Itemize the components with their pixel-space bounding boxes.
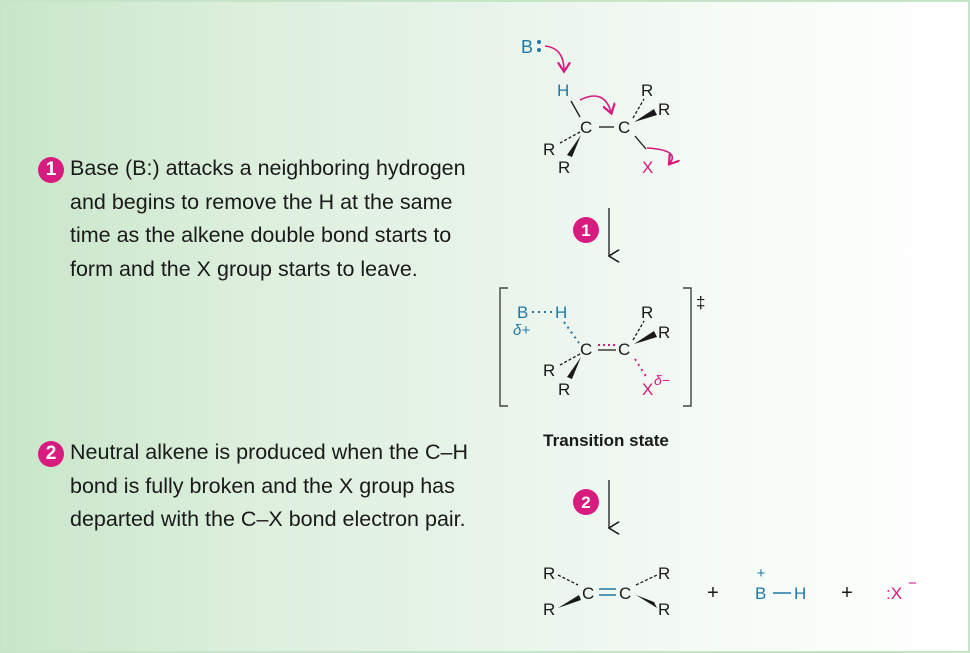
hashed-bond <box>632 98 645 119</box>
ts-hydrogen: H <box>555 303 567 322</box>
transition-state-structure: ‡ B H δ+ C C R R R R X δ− <box>499 287 705 407</box>
alkene-carbon-right: C <box>619 584 631 603</box>
ts-carbon-left: C <box>580 340 592 359</box>
r-group: R <box>658 564 670 583</box>
base-h: H <box>794 584 806 603</box>
curved-arrow-ch-to-cc <box>579 95 611 112</box>
negative-charge: − <box>908 575 917 592</box>
hashed-bond <box>557 574 579 586</box>
r-group: R <box>641 303 653 322</box>
step-2-arrow-badge <box>573 489 599 515</box>
step-1-arrow: 1 <box>573 208 609 256</box>
r-group: R <box>558 380 570 399</box>
plus-sign: + <box>707 582 719 604</box>
step-1-arrow-badge <box>573 217 599 243</box>
r-group: R <box>558 158 570 177</box>
step-1-text: Base (B:) attacks a neighboring hydrogen… <box>70 156 466 281</box>
curved-arrow-cx-to-x <box>646 147 672 163</box>
step-2-badge: 2 <box>38 441 64 467</box>
delta-plus: δ+ <box>513 322 530 339</box>
left-bracket <box>499 287 508 407</box>
c-h-bond <box>570 100 581 118</box>
lone-pair-dot <box>537 48 541 52</box>
alkene-product: R R C C R R <box>543 564 670 619</box>
hashed-bond <box>559 131 581 144</box>
step-2-arrow-number: 2 <box>581 493 590 512</box>
right-bracket <box>683 287 692 407</box>
step-1-arrow-number: 1 <box>581 221 590 240</box>
transition-state-label: Transition state <box>543 431 669 450</box>
r-group: R <box>658 600 670 619</box>
delta-minus: δ− <box>654 372 670 388</box>
r-group: R <box>641 81 653 100</box>
c-x-bond <box>634 135 647 150</box>
wedge-bond <box>634 109 657 122</box>
r-group: R <box>543 140 555 159</box>
base-label: B <box>521 37 533 57</box>
reactant-structure: B H C C R R R R X <box>521 37 672 177</box>
r-group: R <box>543 564 555 583</box>
step-2-description: 2 Neutral alkene is produced when the C–… <box>38 436 478 537</box>
leaving-group-x: X <box>642 158 653 177</box>
hydrogen-label: H <box>557 81 569 100</box>
ts-carbon-right: C <box>618 340 630 359</box>
double-dagger: ‡ <box>696 293 705 312</box>
step-2-text: Neutral alkene is produced when the C–H … <box>70 440 468 532</box>
hashed-bond <box>559 353 581 366</box>
step-2-arrow: 2 <box>573 480 609 528</box>
r-group: R <box>543 361 555 380</box>
r-group: R <box>543 600 555 619</box>
r-group: R <box>658 100 670 119</box>
carbon-right: C <box>618 118 630 137</box>
partial-c-x-bond <box>634 358 648 379</box>
plus-sign: + <box>841 582 853 604</box>
wedge-bond <box>567 135 581 157</box>
hashed-bond <box>635 574 658 586</box>
wedge-bond <box>567 357 581 379</box>
base-b: B <box>755 584 766 603</box>
curved-arrow-base-to-h <box>544 45 564 70</box>
alkene-carbon-left: C <box>582 584 594 603</box>
ts-base: B <box>517 303 528 322</box>
halide-anion: :X − <box>886 575 917 603</box>
step-1-description: 1 Base (B:) attacks a neighboring hydrog… <box>38 152 478 286</box>
wedge-bond <box>634 331 657 344</box>
hashed-bond <box>632 320 645 341</box>
partial-c-h-bond <box>563 321 580 344</box>
lone-pair-dot <box>537 40 541 44</box>
wedge-bond <box>558 595 581 608</box>
halide-label: :X <box>886 584 902 603</box>
carbon-left: C <box>580 118 592 137</box>
r-group: R <box>658 323 670 342</box>
wedge-bond <box>636 595 657 608</box>
protonated-base: + B H <box>755 565 806 603</box>
positive-charge: + <box>757 565 766 582</box>
step-1-badge: 1 <box>38 157 64 183</box>
ts-leaving-group: X <box>642 380 653 399</box>
